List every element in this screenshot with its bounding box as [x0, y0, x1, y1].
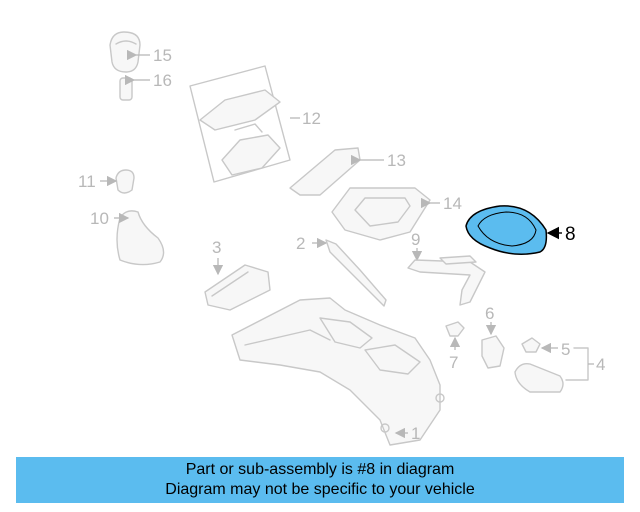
cup-holder-part: [204, 258, 271, 311]
clip-part: [445, 321, 465, 350]
callout-4: 4: [596, 355, 605, 374]
shift-indicator-part: [189, 65, 300, 183]
callout-13: 13: [387, 151, 406, 170]
callout-12: 12: [302, 109, 321, 128]
callout-9: 9: [411, 230, 420, 249]
callout-15: 15: [153, 46, 172, 65]
callout-6: 6: [485, 304, 494, 323]
console-body-part: [231, 297, 445, 446]
callout-14: 14: [443, 194, 462, 213]
bezel-frame-part: [331, 187, 440, 241]
callout-2: 2: [296, 234, 305, 253]
banner-line-1: Part or sub-assembly is #8 in diagram: [185, 461, 455, 478]
banner-line-2: Diagram may not be specific to your vehi…: [165, 481, 475, 498]
info-banner: Part or sub-assembly is #8 in diagram Di…: [16, 457, 624, 503]
callout-8: 8: [565, 224, 576, 245]
plug-part: [521, 337, 558, 354]
callout-16: 16: [153, 71, 172, 90]
handle-part: [407, 248, 486, 306]
lighter-part: [514, 347, 594, 393]
boot-knob-part: [100, 169, 165, 266]
callout-3: 3: [212, 238, 221, 257]
bracket-part: [289, 147, 384, 196]
socket-part: [481, 322, 505, 369]
callout-10: 10: [90, 209, 109, 228]
shift-knob-part: [109, 31, 150, 101]
callout-7: 7: [449, 353, 458, 372]
callout-11: 11: [78, 172, 96, 191]
callout-5: 5: [561, 340, 570, 359]
callout-1: 1: [411, 424, 420, 443]
part-8-highlighted: [465, 205, 562, 255]
trim-strip-part: [312, 237, 387, 307]
